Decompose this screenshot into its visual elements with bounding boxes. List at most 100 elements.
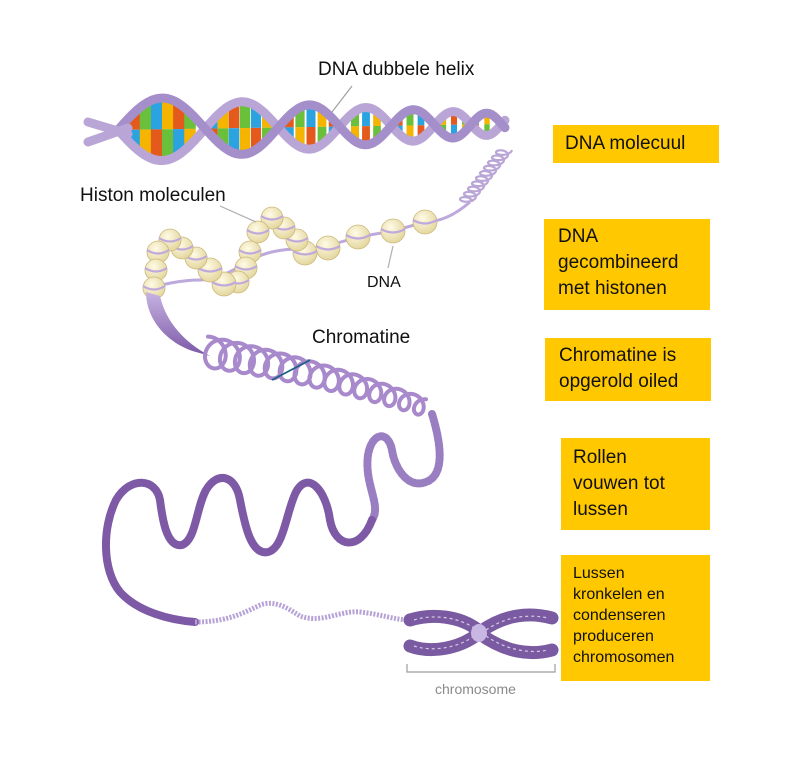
dna-label: DNA: [367, 274, 401, 291]
chromosome-bracket: [406, 664, 556, 673]
box-line: lussen: [573, 499, 628, 520]
dna-wrap: [380, 228, 406, 234]
dna-wrap: [412, 219, 438, 225]
box-chromosomen: Lussen kronkelen en condenseren producer…: [561, 555, 710, 681]
dna-wrap: [146, 249, 170, 255]
dna-wrap: [345, 234, 371, 240]
base-pair-top: [450, 111, 458, 125]
base-pair-top: [317, 109, 327, 127]
histon-pointer: [219, 205, 257, 223]
helix-label: DNA dubbele helix: [318, 59, 475, 80]
dna-wrap: [211, 281, 237, 287]
base-pair-bottom: [250, 127, 262, 150]
base-pair-top: [239, 101, 251, 129]
dna-wrap: [260, 215, 284, 221]
base-pair-top: [417, 112, 425, 126]
dna-wrap: [238, 249, 262, 255]
histon-label: Histon moleculen: [80, 185, 226, 206]
base-pair-bottom: [173, 129, 185, 155]
base-pair-top: [406, 110, 414, 126]
base-pair-top: [228, 103, 240, 129]
coiled-fiber: [363, 410, 444, 524]
dna-wrap: [285, 237, 309, 243]
base-pair-top: [217, 110, 229, 129]
base-pair-bottom: [150, 129, 164, 161]
chromatin-loops: [101, 474, 376, 626]
base-pair-top: [350, 111, 360, 127]
box-line: vouwen tot: [573, 473, 665, 494]
helix-left-tail: [83, 117, 133, 147]
base-pair-bottom: [406, 125, 414, 141]
base-pair-top: [250, 106, 262, 128]
base-pair-bottom: [350, 126, 360, 142]
base-pair-bottom: [239, 128, 251, 155]
box-line: DNA: [558, 226, 599, 247]
base-pair-bottom: [450, 124, 458, 138]
base-pair-bottom: [228, 128, 240, 153]
histone-bead: [260, 206, 284, 230]
base-pair-top: [362, 107, 370, 127]
base-pair-bottom: [417, 125, 425, 139]
chromatin-pointer: [271, 359, 311, 381]
box-line: gecombineerd: [558, 252, 679, 273]
base-pair-bottom: [217, 128, 229, 147]
dna-pointer: [387, 245, 394, 269]
dna-wrap: [144, 267, 168, 273]
base-pair-bottom: [362, 126, 370, 145]
chromatid-right-upper: [473, 608, 559, 639]
box-line: condenseren: [573, 607, 666, 624]
dna-wrap: [234, 265, 258, 271]
helix-strand-a: [113, 97, 510, 165]
dna-wrap: [142, 285, 166, 291]
base-pair-top: [373, 111, 381, 126]
base-pair-top: [173, 103, 185, 130]
box-line: DNA molecuul: [565, 133, 686, 154]
helix-strand-b: [113, 93, 510, 159]
histone-bead: [380, 218, 406, 244]
histone-bead: [246, 220, 270, 244]
base-pair-top: [306, 104, 316, 128]
box-line: met histonen: [558, 278, 667, 299]
base-pair-top: [184, 112, 196, 129]
histone-molecules: [142, 206, 438, 300]
chromosome-label: chromosome: [435, 681, 516, 697]
box-dna-histonen: DNA gecombineerd met histonen: [544, 219, 710, 310]
histone-bead: [412, 209, 438, 235]
dna-wrap: [197, 267, 223, 273]
chromatin-coil: [203, 334, 428, 417]
box-line: Chromatine is: [559, 345, 677, 366]
dna-wrap: [158, 237, 182, 243]
base-pair-bottom: [184, 128, 196, 146]
box-line: opgerold oiled: [559, 371, 679, 392]
base-pair-top: [484, 113, 490, 125]
dna-wrap: [246, 229, 270, 235]
helix-pointer: [331, 85, 353, 113]
box-line: Lussen: [573, 565, 625, 582]
base-pair-bottom: [484, 124, 490, 136]
box-line: produceren: [573, 628, 654, 645]
base-pair-top: [150, 98, 164, 130]
base-pair-bottom: [162, 129, 174, 160]
nucleosome-string: [142, 200, 471, 300]
box-line: kronkelen en: [573, 586, 665, 603]
box-line: chromosomen: [573, 649, 675, 666]
chromosome: [403, 608, 559, 660]
dna-coil: [458, 149, 514, 203]
thin-fiber: [194, 600, 411, 625]
chromatid-right-lower: [473, 627, 559, 660]
box-chromatine-opgerold: Chromatine is opgerold oiled: [545, 338, 711, 401]
base-pair-bottom: [317, 126, 327, 145]
box-dna-molecuul: DNA molecuul: [553, 125, 719, 163]
base-pair-bottom: [373, 125, 381, 141]
centromere: [471, 624, 487, 642]
box-rollen-lussen: Rollen vouwen tot lussen: [561, 438, 710, 530]
base-pair-top: [295, 107, 305, 128]
base-pair-top: [162, 98, 174, 130]
histone-bead: [345, 224, 371, 250]
fiber-transition: [146, 292, 210, 356]
dna-wrap: [315, 245, 341, 251]
dna-wrap: [292, 250, 318, 256]
base-pair-bottom: [306, 127, 316, 150]
dna-double-helix: [83, 93, 510, 165]
